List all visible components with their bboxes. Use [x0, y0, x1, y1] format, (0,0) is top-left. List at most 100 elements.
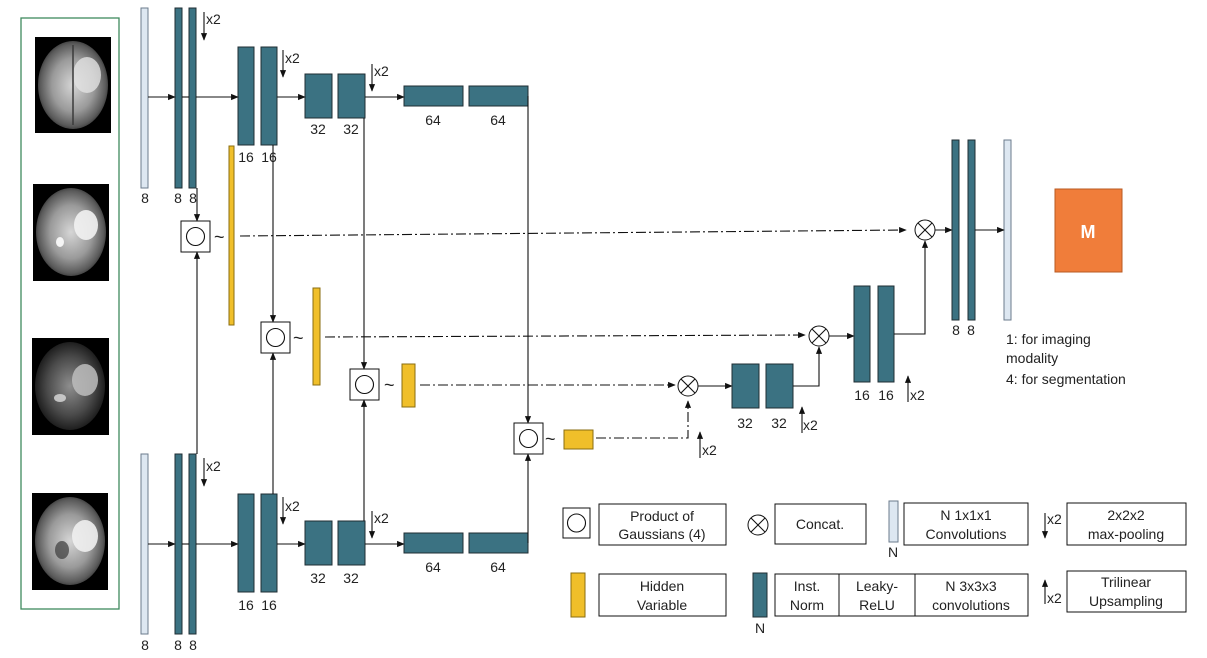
pool-label: x2 — [285, 50, 300, 66]
legend-up-label: Upsampling — [1089, 593, 1163, 609]
channel-label: 16 — [238, 149, 254, 165]
output-note: 1: for imaging — [1006, 331, 1091, 347]
concat-icon — [808, 325, 830, 347]
channel-label: 8 — [189, 190, 197, 206]
conv1x1-block — [140, 7, 149, 189]
legend-product-label: Gaussians (4) — [618, 526, 705, 542]
legend-conv1-label: N 1x1x1 — [940, 507, 992, 523]
channel-label: 16 — [261, 597, 277, 613]
conv-block — [468, 532, 529, 554]
legend-conv3-label: N 3x3x3 — [945, 578, 997, 594]
channel-label: 16 — [238, 597, 254, 613]
channel-label: 16 — [878, 387, 894, 403]
channel-label: 32 — [343, 121, 359, 137]
legend-relu-label: Leaky- — [856, 578, 898, 594]
legend: Product of Gaussians (4) Concat. N N 1x1… — [562, 500, 1187, 636]
conv-block — [967, 139, 976, 321]
channel-label: 16 — [854, 387, 870, 403]
legend-pool-x2: x2 — [1047, 511, 1062, 527]
channel-label: 64 — [490, 112, 506, 128]
legend-hidden-label: Hidden — [640, 578, 684, 594]
channel-label: 8 — [141, 190, 149, 206]
conv-block — [731, 363, 760, 409]
conv-block — [752, 572, 768, 618]
legend-norm-label: Inst. — [794, 578, 820, 594]
conv-block — [403, 532, 464, 554]
input-panel — [20, 17, 120, 610]
conv-block — [951, 139, 960, 321]
conv-block — [468, 85, 529, 107]
channel-label: 8 — [967, 322, 975, 338]
conv-block — [188, 453, 197, 635]
conv-block — [403, 85, 464, 107]
channel-label: 32 — [310, 121, 326, 137]
legend-pool-label: max-pooling — [1088, 526, 1164, 542]
pool-label: x2 — [206, 11, 221, 27]
sample-tilde: ~ — [214, 227, 225, 247]
legend-conv3-label: convolutions — [932, 597, 1010, 613]
hidden-variable — [570, 572, 586, 618]
concat-icon — [677, 375, 699, 397]
product-of-gaussians-icon — [349, 368, 380, 401]
channel-label: 32 — [771, 415, 787, 431]
conv1x1-block — [140, 453, 149, 635]
channel-label: 8 — [174, 190, 182, 206]
output-note: 4: for segmentation — [1006, 371, 1126, 387]
hidden-variable — [228, 145, 235, 326]
output-label: M — [1081, 222, 1096, 242]
brain-mri-image — [32, 338, 109, 435]
upsample-label: x2 — [910, 387, 925, 403]
channel-label: 32 — [310, 570, 326, 586]
legend-up-x2: x2 — [1047, 590, 1062, 606]
legend-conv1-label: Convolutions — [926, 526, 1007, 542]
pool-label: x2 — [374, 510, 389, 526]
brain-mri-image — [33, 184, 109, 281]
conv-block — [237, 46, 255, 146]
conv-block — [337, 73, 366, 119]
pool-label: x2 — [206, 458, 221, 474]
hidden-variable — [312, 287, 321, 386]
legend-up-label: Trilinear — [1101, 574, 1151, 590]
channel-label: 8 — [174, 637, 182, 653]
channel-label: 64 — [425, 112, 441, 128]
channel-label: 32 — [737, 415, 753, 431]
product-of-gaussians-icon — [260, 321, 291, 354]
upsample-label: x2 — [702, 442, 717, 458]
product-of-gaussians-icon — [180, 220, 211, 253]
channel-label: 64 — [490, 559, 506, 575]
channel-label: 8 — [952, 322, 960, 338]
hidden-variable — [401, 363, 416, 408]
conv-block — [174, 7, 183, 189]
output-block — [1054, 188, 1123, 273]
conv-block — [237, 493, 255, 593]
conv-block — [337, 520, 366, 566]
brain-mri-image — [35, 37, 111, 133]
hidden-variable — [563, 429, 594, 450]
channel-label: 8 — [141, 637, 149, 653]
sample-tilde: ~ — [545, 429, 556, 449]
conv-block — [188, 7, 197, 189]
legend-concat-label: Concat. — [796, 516, 844, 532]
brain-mri-image — [32, 493, 108, 590]
conv-block — [174, 453, 183, 635]
legend-product-label: Product of — [630, 508, 694, 524]
channel-label: 8 — [189, 637, 197, 653]
conv-block — [260, 46, 278, 146]
conv-block — [304, 73, 333, 119]
concat-icon — [747, 514, 769, 536]
conv-block — [304, 520, 333, 566]
legend-relu-label: ReLU — [859, 597, 895, 613]
sample-tilde: ~ — [384, 375, 395, 395]
upsample-label: x2 — [803, 417, 818, 433]
conv-block — [765, 363, 794, 409]
channel-label: 32 — [343, 570, 359, 586]
legend-n-label: N — [755, 620, 765, 636]
conv-block — [877, 285, 895, 383]
output-note: modality — [1006, 350, 1058, 366]
conv1x1-block — [888, 500, 899, 543]
conv-block — [260, 493, 278, 593]
legend-n-label: N — [888, 544, 898, 560]
legend-norm-label: Norm — [790, 597, 824, 613]
conv-block — [853, 285, 871, 383]
